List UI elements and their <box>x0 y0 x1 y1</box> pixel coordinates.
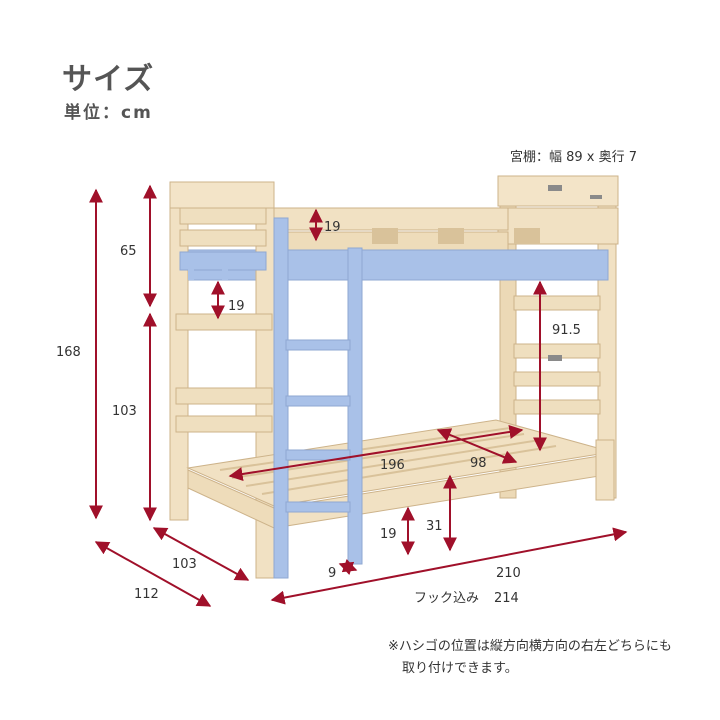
dim-196: 196 <box>380 458 405 473</box>
arrow-210 <box>270 527 628 605</box>
bunk-bed-illustration <box>169 175 619 579</box>
arrow-103-depth <box>152 527 250 581</box>
arrow-9 <box>338 559 358 575</box>
dim-103-depth: 103 <box>172 557 197 572</box>
dim-98: 98 <box>470 456 487 471</box>
arrow-112 <box>94 541 212 607</box>
dim-19-top: 19 <box>324 220 341 235</box>
dim-103-vertical: 103 <box>112 404 137 419</box>
footnote-line-1: ※ハシゴの位置は縦方向横方向の右左どちらにも <box>388 639 672 654</box>
arrow-98 <box>436 428 518 464</box>
dim-168: 168 <box>56 345 81 360</box>
dim-214: 214 <box>494 591 519 606</box>
dim-19-bottom: 19 <box>380 527 397 542</box>
page-title: サイズ <box>62 62 155 97</box>
shelf-dimension-note: 宮棚：幅 89 x 奥行 7 <box>510 150 638 165</box>
ladder-footnote: ※ハシゴの位置は縦方向横方向の右左どちらにも 取り付けできます。 <box>388 636 672 680</box>
dim-65: 65 <box>120 244 137 259</box>
dim-112: 112 <box>134 587 159 602</box>
dim-91-5: 91.5 <box>552 323 581 338</box>
dim-hook-label: フック込み <box>414 591 479 606</box>
dim-31: 31 <box>426 519 443 534</box>
footnote-line-2: 取り付けできます。 <box>402 661 518 676</box>
dim-19-left: 19 <box>228 299 245 314</box>
unit-label: 単位：cm <box>64 103 153 123</box>
dim-9: 9 <box>328 566 336 581</box>
dim-210: 210 <box>496 566 521 581</box>
